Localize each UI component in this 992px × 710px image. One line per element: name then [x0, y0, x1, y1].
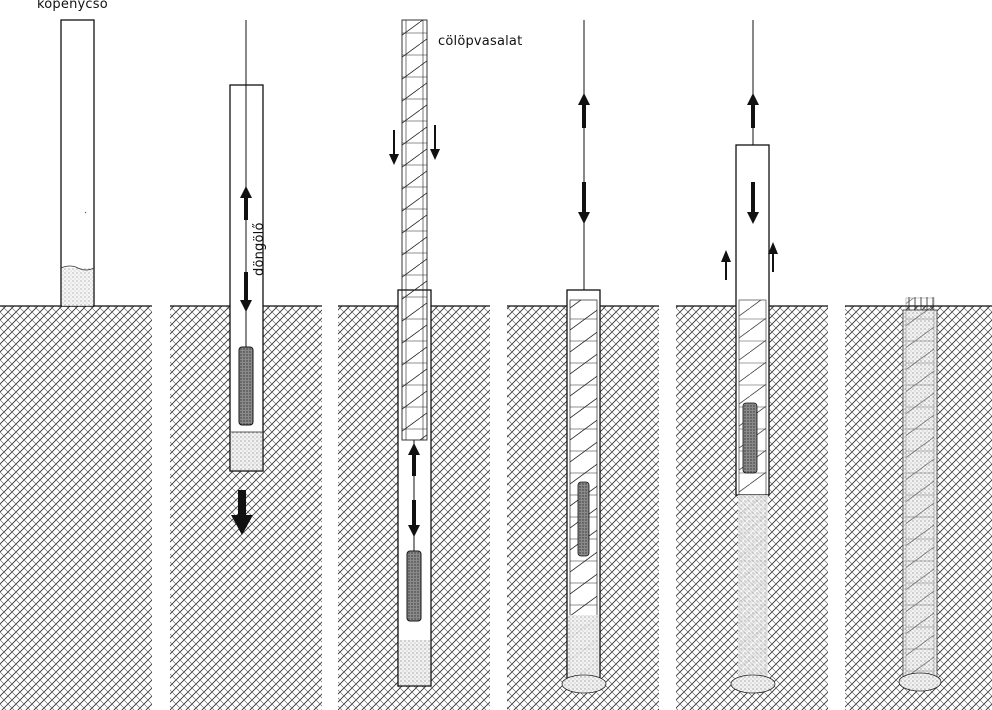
arrow-down-icon: [578, 182, 590, 224]
casing-pipe-label: köpenycső: [37, 0, 108, 12]
arrow-down-icon: [408, 500, 420, 537]
stage-5-casing-withdrawal: [721, 20, 778, 694]
hammer-label: döngölő: [252, 222, 267, 276]
stage-2-hammer-driving: [229, 20, 264, 535]
stage-3-reinforcement: [389, 19, 440, 687]
pile-reinforcement-label: cölöpvasalat: [438, 34, 523, 49]
arrow-down-icon: [240, 272, 252, 312]
arrow-up-icon: [747, 93, 759, 128]
arrow-down-icon: [747, 182, 759, 224]
arrow-up-icon: [408, 443, 420, 476]
arrow-up-icon: [721, 250, 731, 280]
arrow-down-icon: [430, 125, 440, 160]
arrow-down-icon: [231, 490, 253, 535]
arrow-down-icon: [389, 130, 399, 165]
arrow-up-icon: [240, 186, 252, 220]
arrow-up-icon: [768, 242, 778, 272]
stage-6-finished-pile: [898, 297, 942, 692]
stage-4-concreting: [561, 20, 607, 694]
stage-1-casing-pipe: [60, 19, 95, 307]
arrow-up-icon: [578, 93, 590, 128]
soil-blocks: [0, 305, 992, 710]
soil-block-1: [0, 306, 152, 710]
